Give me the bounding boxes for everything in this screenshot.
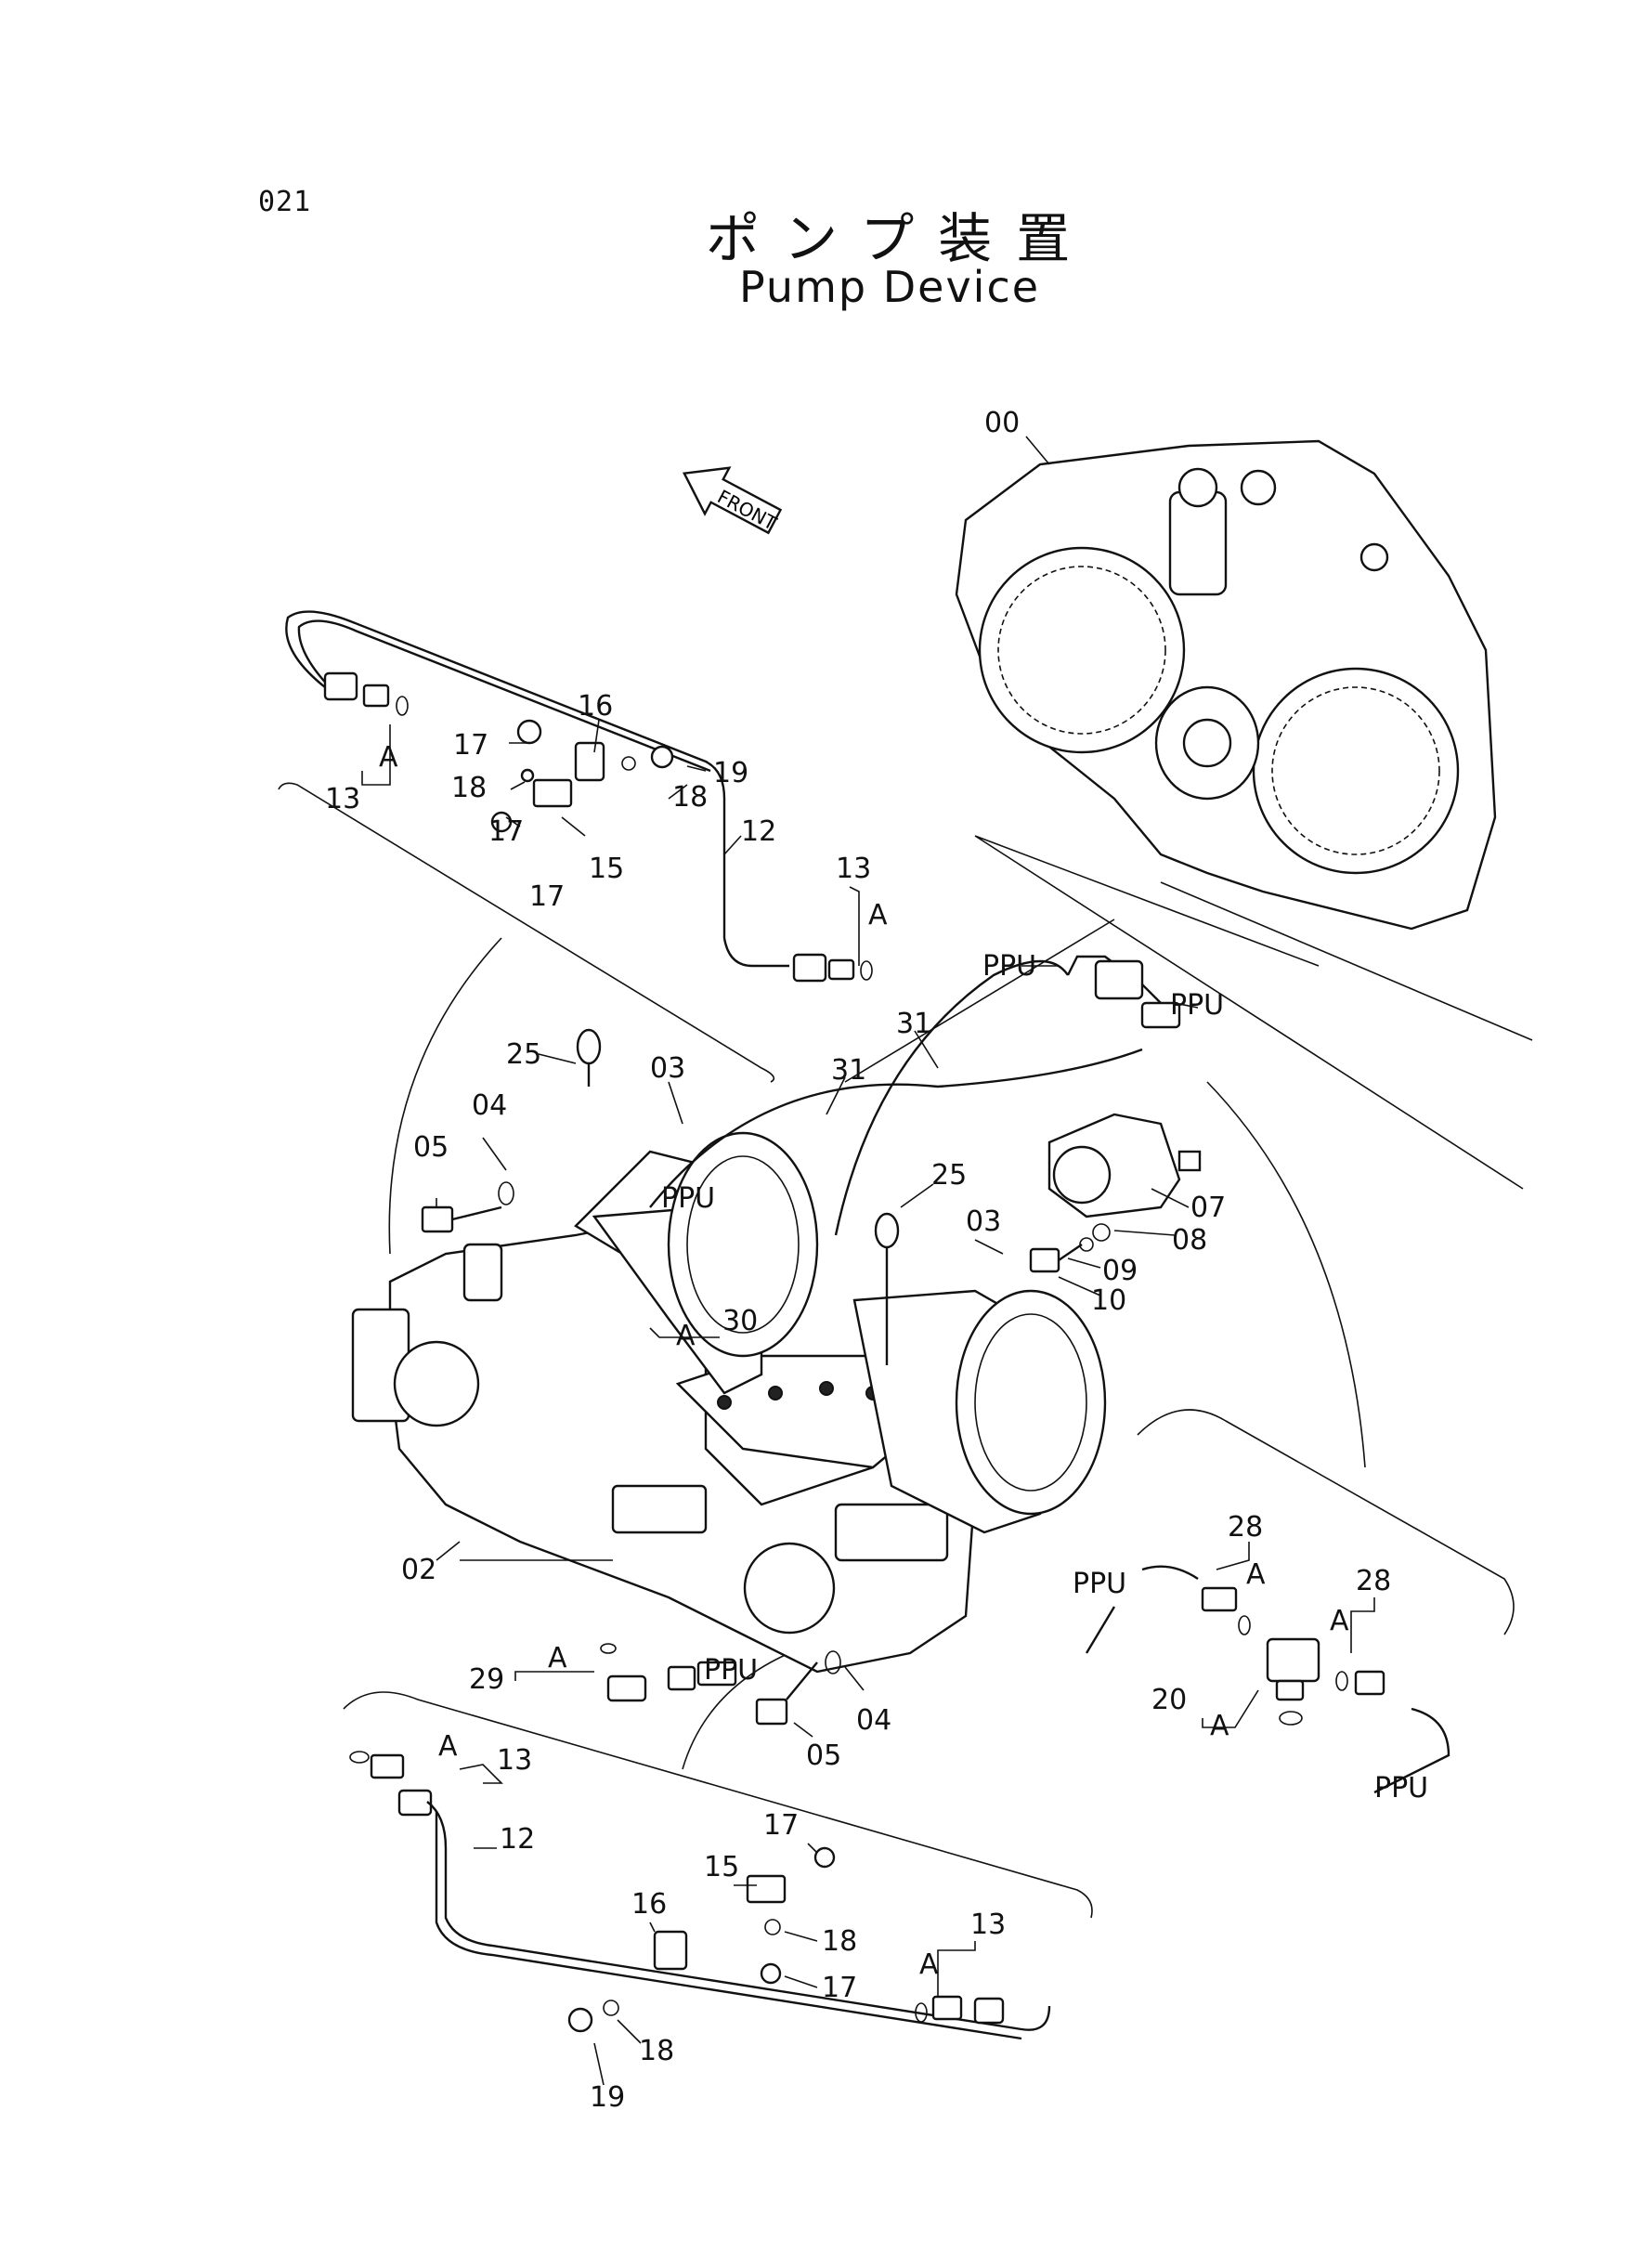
boundary-arc [278, 782, 775, 1083]
boundary-arc [388, 937, 502, 1255]
label-16: 16 [578, 690, 613, 723]
label-30: 30 [722, 1305, 758, 1337]
boundary-arc [1137, 1409, 1515, 1635]
label-02: 02 [401, 1554, 436, 1586]
eye-bolt-25-right [874, 1212, 900, 1365]
label-18: 18 [822, 1925, 857, 1958]
label-ppu: PPU [704, 1654, 758, 1687]
bolt-10 [1029, 1223, 1111, 1273]
label-ppu: PPU [661, 1182, 715, 1215]
eye-bolt-25-left [576, 1028, 602, 1087]
label-31: 31 [896, 1008, 931, 1040]
label-13: 13 [497, 1744, 532, 1777]
label-09: 09 [1102, 1255, 1138, 1287]
label-03: 03 [650, 1052, 685, 1085]
label-17: 17 [822, 1972, 857, 2004]
bolt-05-lower [755, 1650, 841, 1726]
fitting-28-left [1085, 1565, 1251, 1654]
flange-housing-left [592, 1131, 819, 1395]
bolt-05-upper [421, 1181, 514, 1233]
front-arrow: FRONT [683, 466, 783, 535]
leader-lines [361, 436, 1375, 2086]
label-12: 12 [500, 1823, 535, 1856]
label-20: 20 [1151, 1684, 1187, 1716]
label-17: 17 [453, 729, 488, 762]
page-number: 021 [258, 186, 312, 218]
label-ppu: PPU [1170, 989, 1224, 1022]
label-05: 05 [413, 1131, 449, 1164]
label-a: A [379, 741, 398, 774]
label-31: 31 [831, 1054, 866, 1087]
fitting-29 [600, 1643, 737, 1702]
label-19: 19 [590, 2081, 625, 2114]
gear-pump-07 [1047, 1113, 1202, 1218]
boundary-arc [1206, 1081, 1366, 1468]
label-a: A [548, 1642, 567, 1674]
label-07: 07 [1190, 1192, 1226, 1224]
label-17: 17 [763, 1809, 799, 1842]
label-04: 04 [856, 1704, 891, 1737]
label-15: 15 [704, 1851, 739, 1883]
hose-ppu-upper [1066, 955, 1171, 1013]
label-05: 05 [806, 1739, 841, 1772]
label-ppu: PPU [1073, 1568, 1126, 1600]
label-ppu: PPU [1374, 1772, 1428, 1804]
label-13: 13 [325, 783, 360, 815]
label-a: A [868, 899, 888, 932]
part-labels: 00 13 A 17 16 19 18 18 12 17 15 17 13 A … [325, 407, 1428, 2114]
boundary-arc [343, 1691, 1093, 1919]
label-25: 25 [506, 1038, 541, 1071]
lower-pipe-assembly [349, 1751, 1051, 2040]
label-a: A [1210, 1710, 1229, 1742]
guide-line [844, 835, 1533, 1190]
title-japanese: ポンプ装置 [706, 207, 1095, 270]
label-a: A [438, 1730, 458, 1763]
label-25: 25 [931, 1159, 967, 1192]
upper-pipe-assembly [285, 610, 873, 983]
label-13: 13 [970, 1909, 1006, 1941]
label-29: 29 [469, 1663, 504, 1696]
title-english: Pump Device [739, 262, 1041, 312]
label-04: 04 [472, 1089, 507, 1122]
label-18: 18 [451, 772, 487, 804]
hose-31-b [834, 959, 1069, 1236]
label-00: 00 [984, 407, 1020, 439]
label-16: 16 [631, 1888, 667, 1921]
label-03: 03 [966, 1205, 1001, 1238]
label-13: 13 [836, 853, 871, 885]
fitting-28-right [1335, 1670, 1450, 1794]
label-a: A [676, 1320, 696, 1352]
label-19: 19 [713, 757, 748, 789]
label-18: 18 [672, 781, 708, 814]
label-28: 28 [1356, 1565, 1391, 1597]
label-10: 10 [1091, 1284, 1126, 1317]
boundary-arc [682, 1652, 790, 1770]
label-a: A [1246, 1558, 1266, 1591]
label-17: 17 [529, 880, 565, 913]
label-28: 28 [1228, 1511, 1263, 1544]
flange-housing-right [852, 1289, 1107, 1534]
hose-31-a [649, 1048, 1143, 1208]
label-ppu: PPU [982, 950, 1036, 983]
label-12: 12 [741, 815, 776, 848]
fitting-20 [1266, 1637, 1320, 1726]
label-a: A [919, 1948, 939, 1981]
main-pump-body [351, 1150, 977, 1674]
pump-housing [955, 439, 1497, 931]
label-15: 15 [589, 853, 624, 885]
label-a: A [1330, 1605, 1349, 1637]
label-08: 08 [1172, 1224, 1207, 1257]
label-18: 18 [639, 2035, 674, 2067]
label-17: 17 [488, 815, 524, 848]
